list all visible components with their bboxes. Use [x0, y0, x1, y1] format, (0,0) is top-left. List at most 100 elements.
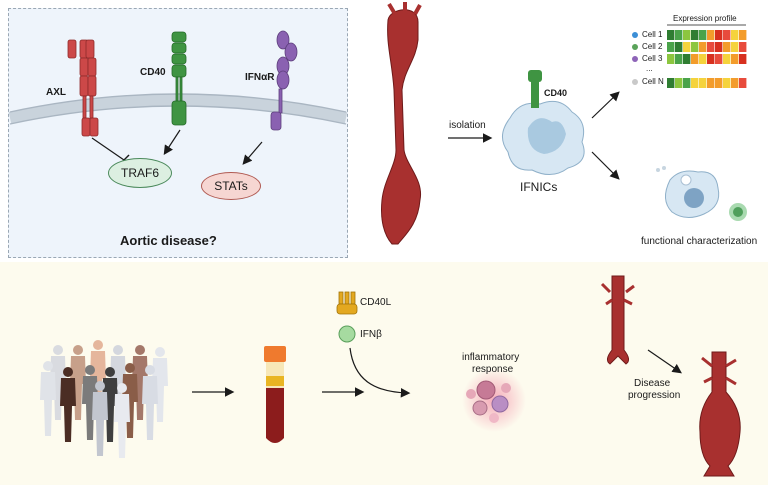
heatmap-cell	[707, 42, 715, 52]
heatmap-cell	[699, 30, 707, 40]
heatmap-cell	[739, 42, 747, 52]
inflammatory-label-line2: response	[472, 364, 514, 375]
person-body	[70, 356, 86, 420]
heatmap-cell	[715, 78, 723, 88]
heatmap-cell	[699, 54, 707, 64]
cell-n-label: Cell N	[642, 77, 664, 86]
ifnb-icon	[338, 325, 356, 343]
cd40l-label: CD40L	[360, 297, 392, 308]
ifnb-label: IFNβ	[360, 329, 382, 340]
person-head	[113, 345, 123, 355]
heatmap-cell	[707, 78, 715, 88]
traf6-label: TRAF6	[120, 166, 159, 180]
heatmap-cell	[699, 42, 707, 52]
cell-1-label: Cell 1	[642, 30, 663, 39]
cd40-cell-label: CD40	[544, 88, 568, 98]
heatmap-cell	[731, 42, 739, 52]
expression-heatmap	[632, 24, 747, 88]
cd40l-icon	[336, 291, 358, 315]
person-body	[132, 356, 148, 420]
clinical-panel	[0, 262, 768, 485]
person-head	[93, 340, 103, 350]
inflammatory-cells-icon	[462, 368, 526, 432]
heatmap-cell	[739, 54, 747, 64]
heatmap-cell	[707, 30, 715, 40]
person-head	[135, 345, 145, 355]
heatmap-cell	[731, 78, 739, 88]
person-body	[40, 372, 56, 436]
heatmap-cell	[691, 78, 699, 88]
patient-population-icon	[40, 340, 168, 458]
heatmap-cell	[667, 30, 675, 40]
heatmap-cell	[691, 54, 699, 64]
person-head	[53, 345, 63, 355]
person-body	[142, 376, 158, 440]
ifnic-cell-icon	[502, 70, 585, 175]
heatmap-cell	[675, 30, 683, 40]
heatmap-cell	[675, 42, 683, 52]
heatmap-cell	[715, 42, 723, 52]
person-body	[152, 358, 168, 422]
functional-characterization-label: functional characterization	[641, 236, 758, 247]
person-head	[73, 345, 83, 355]
stats-label: STATs	[214, 179, 248, 193]
heatmap-cell	[739, 30, 747, 40]
stats-node: STATs	[201, 172, 261, 200]
expression-profile-title: Expression profile	[673, 14, 737, 23]
healthy-aorta-icon	[600, 275, 635, 365]
heatmap-cell	[731, 54, 739, 64]
cell-ellipsis-label: ...	[646, 64, 653, 73]
heatmap-cell	[683, 42, 691, 52]
heatmap-cell	[707, 54, 715, 64]
heatmap-cell	[691, 30, 699, 40]
person-head	[117, 383, 127, 393]
heatmap-cell	[667, 78, 675, 88]
heatmap-cell	[739, 78, 747, 88]
person-head	[95, 381, 105, 391]
heatmap-cell	[675, 78, 683, 88]
axl-receptor-icon	[67, 39, 99, 137]
person-head	[155, 347, 165, 357]
ifnar-receptor-icon	[270, 30, 298, 131]
heatmap-cell	[731, 30, 739, 40]
person-head	[63, 367, 73, 377]
person-head	[43, 361, 53, 371]
heatmap-cell	[715, 54, 723, 64]
heatmap-cell	[723, 54, 731, 64]
isolation-label: isolation	[449, 120, 486, 131]
heatmap-cell	[723, 30, 731, 40]
disease-progression-line1: Disease	[634, 378, 671, 389]
cd40-receptor-icon	[171, 31, 187, 126]
functional-cell-icon	[656, 166, 747, 221]
inflammatory-label-line1: inflammatory	[462, 352, 520, 363]
heatmap-cell	[683, 54, 691, 64]
person-head	[125, 363, 135, 373]
blood-tube-icon	[264, 346, 286, 443]
person-body	[114, 394, 130, 458]
heatmap-cell	[667, 54, 675, 64]
person-body	[92, 392, 108, 456]
heatmap-cell	[723, 42, 731, 52]
cell-2-label: Cell 2	[642, 42, 663, 51]
person-body	[60, 378, 76, 442]
cd40-label: CD40	[140, 67, 166, 78]
person-head	[105, 367, 115, 377]
heatmap-cell	[683, 30, 691, 40]
heatmap-cell	[699, 78, 707, 88]
person-head	[85, 365, 95, 375]
disease-progression-line2: progression	[628, 390, 681, 401]
cell-3-label: Cell 3	[642, 54, 663, 63]
heatmap-cell	[723, 78, 731, 88]
person-head	[145, 365, 155, 375]
ifnics-label: IFNICs	[520, 180, 558, 194]
aorta-icon	[381, 2, 422, 245]
traf6-node: TRAF6	[108, 158, 172, 188]
ifnar-label: IFNαR	[245, 72, 275, 83]
heatmap-cell	[675, 54, 683, 64]
axl-label: AXL	[46, 87, 66, 98]
heatmap-cell	[691, 42, 699, 52]
heatmap-cell	[715, 30, 723, 40]
heatmap-cell	[667, 42, 675, 52]
aortic-disease-question: Aortic disease?	[120, 233, 217, 248]
